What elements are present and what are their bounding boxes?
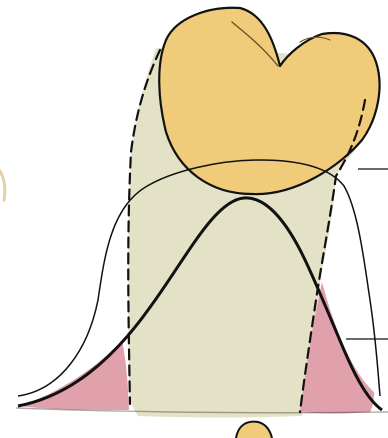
partial-crown-bottom	[236, 422, 272, 438]
left-edge-mark	[0, 171, 5, 200]
crown-icon	[159, 8, 379, 194]
